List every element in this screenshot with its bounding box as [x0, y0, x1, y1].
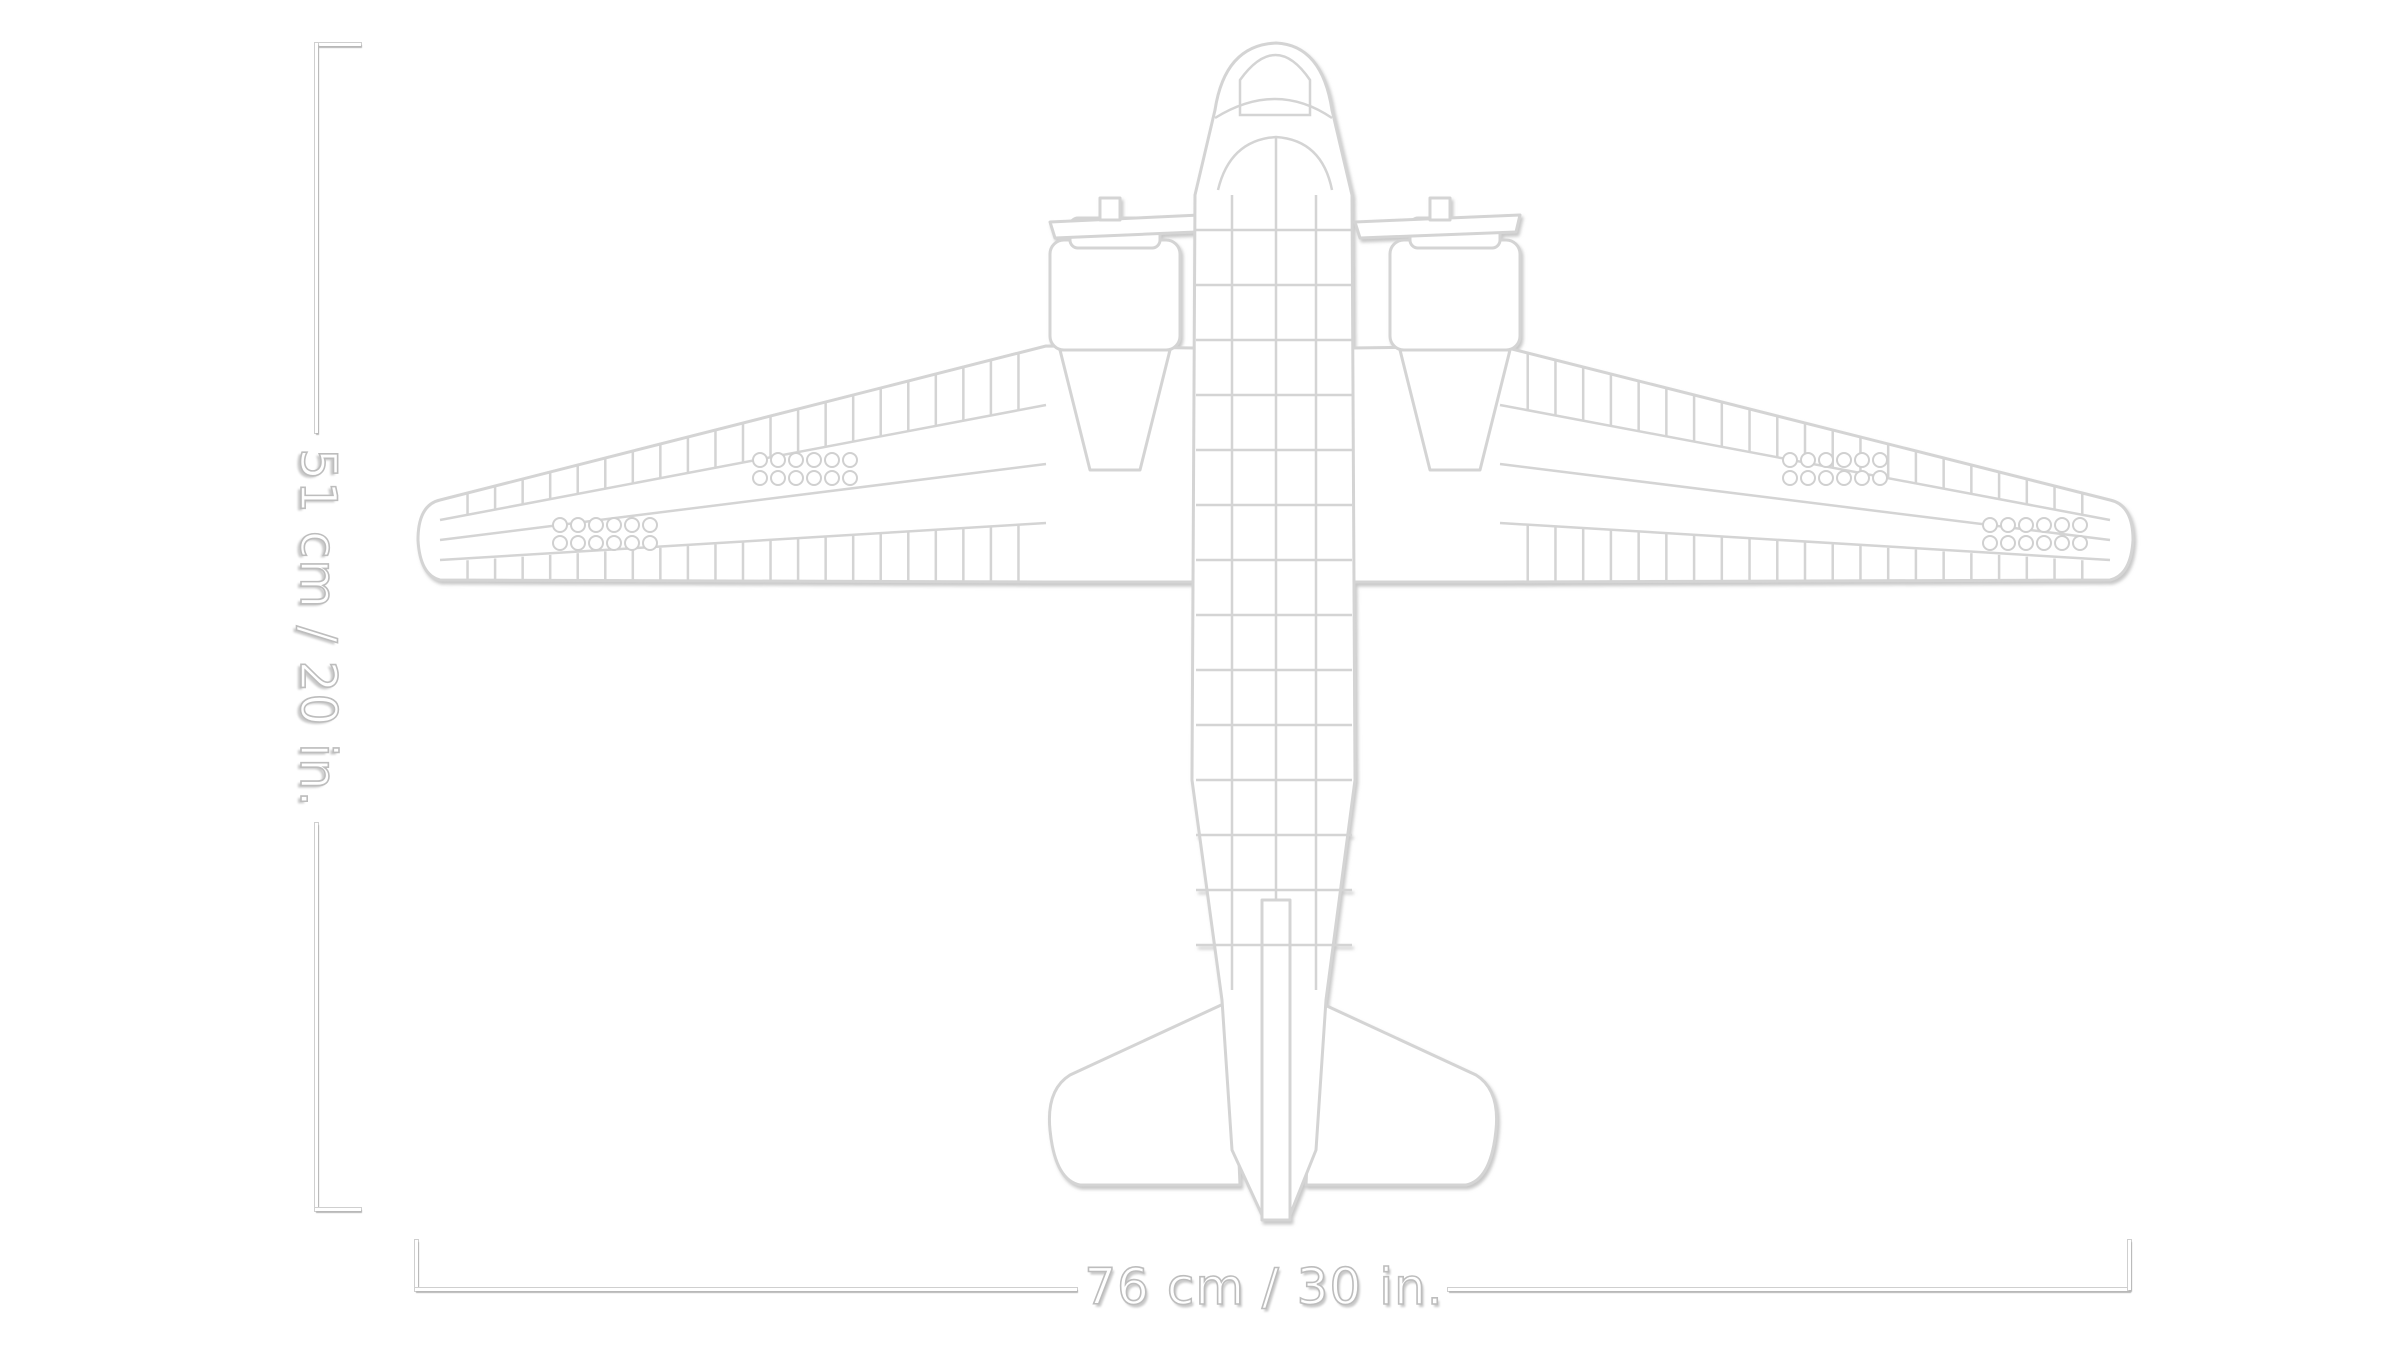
stud-icon	[1782, 470, 1798, 486]
width-bracket-left-tick	[415, 1240, 418, 1290]
stud-icon	[1982, 535, 1998, 551]
stud-icon	[842, 470, 858, 486]
width-bracket-line-right	[1448, 1288, 2130, 1291]
stud-icon	[570, 517, 586, 533]
stud-icon	[2018, 535, 2034, 551]
stud-icon	[2054, 535, 2070, 551]
stud-icon	[2072, 517, 2088, 533]
stud-icon	[552, 517, 568, 533]
stud-icon	[642, 535, 658, 551]
right-tailplane	[1304, 998, 1499, 1187]
stud-icon	[570, 535, 586, 551]
stud-icon	[2072, 535, 2088, 551]
stud-icon	[752, 470, 768, 486]
stud-icon	[1872, 470, 1888, 486]
stud-icon	[824, 470, 840, 486]
stud-icon	[606, 535, 622, 551]
stud-icon	[770, 470, 786, 486]
stud-icon	[2054, 517, 2070, 533]
stud-icon	[2018, 517, 2034, 533]
left-tailplane	[1047, 998, 1242, 1187]
stud-icon	[2000, 535, 2016, 551]
stud-icon	[1800, 470, 1816, 486]
stud-icon	[2036, 517, 2052, 533]
right-wing	[1350, 344, 2135, 584]
stud-icon	[1854, 470, 1870, 486]
stud-icon	[2036, 535, 2052, 551]
stud-icon	[1836, 470, 1852, 486]
right-engine-nacelle	[1353, 196, 1522, 472]
height-bracket-top-tick	[315, 43, 361, 46]
stud-icon	[642, 517, 658, 533]
stud-icon	[842, 452, 858, 468]
stud-icon	[552, 535, 568, 551]
stud-icon	[1872, 452, 1888, 468]
width-bracket-right-tick	[2128, 1240, 2131, 1290]
stud-icon	[2000, 517, 2016, 533]
stud-icon	[1800, 452, 1816, 468]
stud-icon	[624, 517, 640, 533]
stud-icon	[770, 452, 786, 468]
stud-icon	[806, 452, 822, 468]
height-bracket-bottom-tick	[315, 1208, 361, 1211]
stud-icon	[1982, 517, 1998, 533]
stud-icon	[752, 452, 768, 468]
stud-icon	[1818, 452, 1834, 468]
stud-icon	[1836, 452, 1852, 468]
stud-icon	[588, 535, 604, 551]
stud-icon	[1854, 452, 1870, 468]
stud-icon	[806, 470, 822, 486]
height-dimension-label: 51 cm / 20 in.	[288, 448, 348, 809]
stud-icon	[788, 470, 804, 486]
height-bracket-line-top	[315, 43, 318, 433]
height-bracket-line-bottom	[315, 823, 318, 1210]
width-dimension-label: 76 cm / 30 in.	[1084, 1257, 1444, 1317]
stud-icon	[1818, 470, 1834, 486]
width-bracket-line-left	[415, 1288, 1077, 1291]
stud-icon	[588, 517, 604, 533]
stud-icon	[824, 452, 840, 468]
stud-icon	[788, 452, 804, 468]
stud-icon	[1782, 452, 1798, 468]
left-engine-nacelle	[1048, 196, 1202, 472]
stud-icon	[624, 535, 640, 551]
stud-icon	[606, 517, 622, 533]
